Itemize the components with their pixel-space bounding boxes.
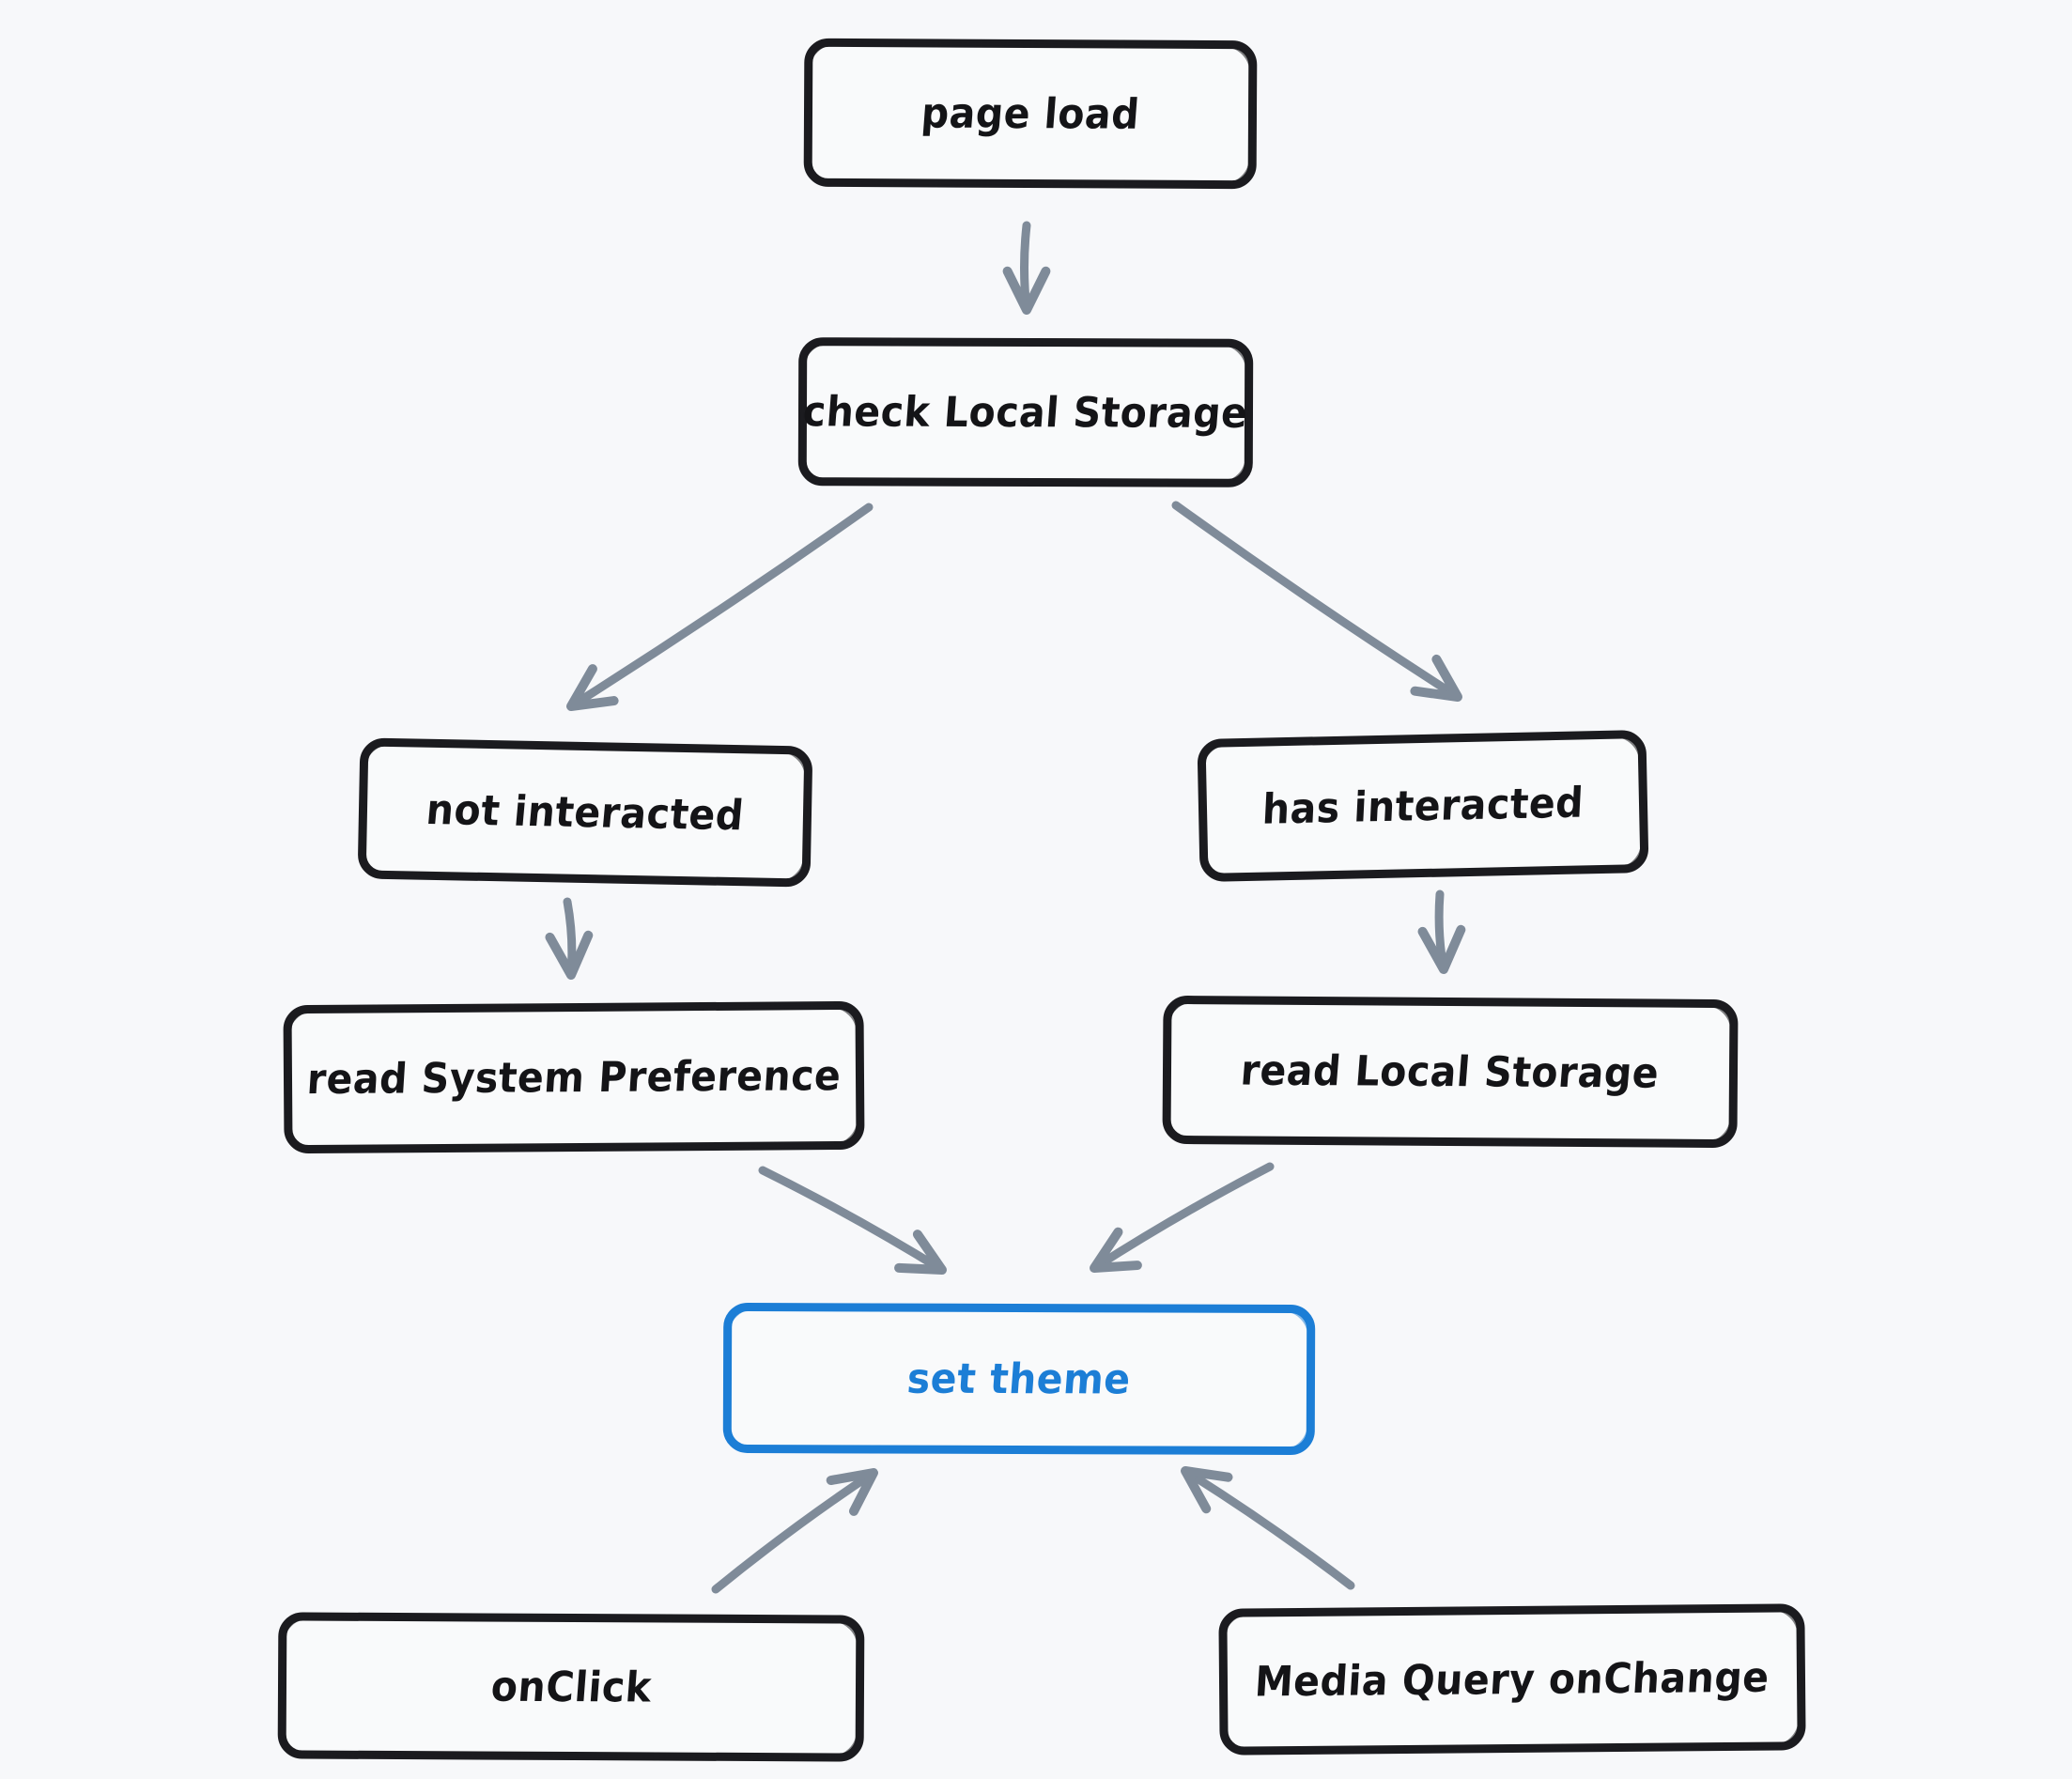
edge-check-local-storage-to-not-interacted [566,503,874,711]
arrowhead [1410,654,1462,702]
edge-page-load-to-check-local-storage [1002,221,1051,315]
edge-has-interacted-to-read-local-storage [1417,890,1466,974]
arrowhead [826,1468,878,1516]
node-label-check-local-storage: check Local Storage [801,387,1250,438]
edge-check-local-storage-to-has-interacted [1171,501,1462,702]
node-set-theme[interactable]: set theme [722,1302,1316,1456]
node-has-interacted[interactable]: has interacted [1197,730,1649,882]
node-check-local-storage[interactable]: check Local Storage [797,337,1254,487]
node-label-read-system-preference: read System Preference [305,1051,843,1104]
node-label-on-click: onClick [488,1662,654,1712]
arrowhead [545,930,594,980]
edge-media-query-on-change-to-set-theme [1181,1466,1355,1590]
arrowhead [1181,1466,1233,1514]
node-label-set-theme: set theme [905,1354,1133,1404]
node-label-page-load: page load [919,88,1142,139]
node-label-has-interacted: has interacted [1260,778,1585,834]
node-not-interacted[interactable]: not interacted [357,737,813,888]
edge-not-interacted-to-read-system-preference [545,897,594,980]
edge-read-local-storage-to-set-theme [1090,1162,1275,1273]
node-label-not-interacted: not interacted [424,784,747,841]
edge-on-click-to-set-theme [711,1468,878,1594]
edge-read-system-preference-to-set-theme [758,1166,947,1275]
node-label-media-query-on-change: Media Query onChange [1253,1652,1771,1707]
arrowhead [566,664,619,711]
node-on-click[interactable]: onClick [277,1612,865,1762]
node-media-query-on-change[interactable]: Media Query onChange [1218,1603,1806,1756]
node-read-system-preference[interactable]: read System Preference [283,1000,865,1154]
node-read-local-storage[interactable]: read Local Storage [1162,995,1739,1149]
node-page-load[interactable]: page load [803,38,1258,190]
arrowhead [894,1230,947,1275]
arrowhead [1002,266,1051,315]
arrowhead [1417,924,1466,974]
arrowhead [1090,1227,1142,1273]
node-label-read-local-storage: read Local Storage [1239,1045,1662,1098]
